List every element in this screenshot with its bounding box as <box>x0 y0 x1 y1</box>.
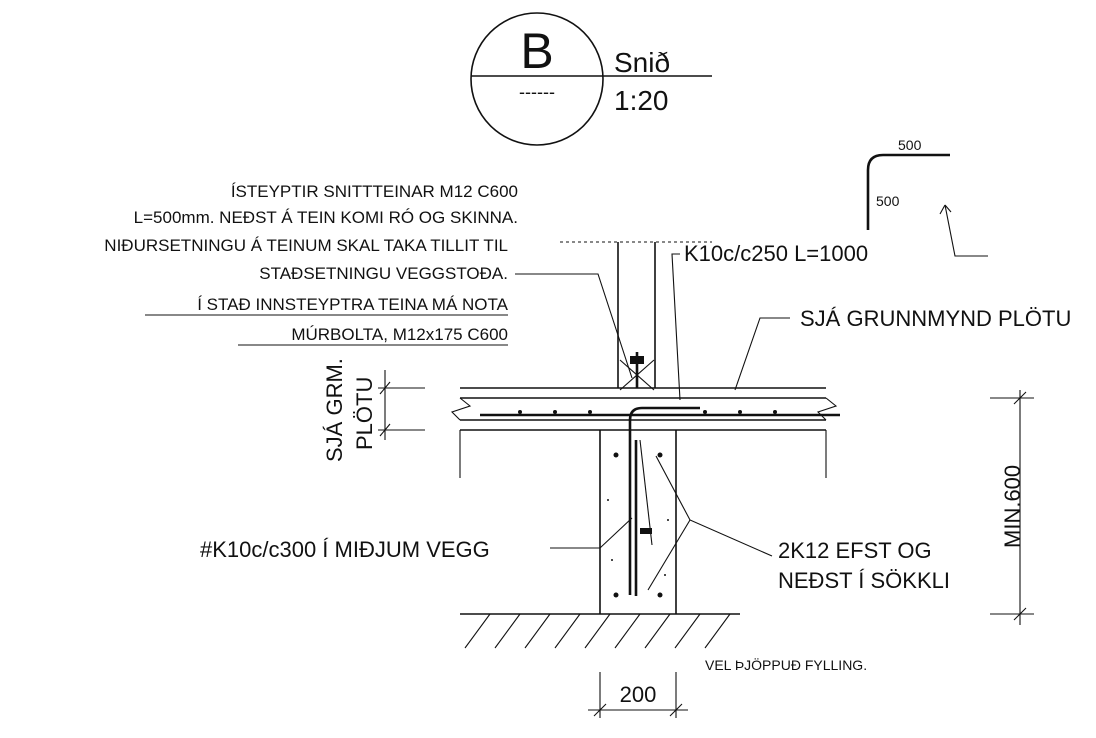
section-scale: 1:20 <box>614 85 669 116</box>
fill-label: VEL ÞJÖPPUÐ FYLLING. <box>705 656 867 673</box>
anchor-note-line4: STAÐSETNINGU VEGGSTOÐA. <box>259 264 508 283</box>
slab-dim: SJÁ GRM. PLÖTU <box>322 358 425 462</box>
top-bar-leader <box>671 253 681 401</box>
wall-anchor-nut <box>640 528 652 534</box>
mesh-label: #K10c/c300 Í MIÐJUM VEGG <box>200 537 490 562</box>
bend-vertical-leg: 500 <box>876 193 900 209</box>
section-title-block: B ------ Snið 1:20 <box>470 12 712 146</box>
anchor-note-line6: MÚRBOLTA, M12x175 C600 <box>291 325 508 344</box>
depth-dim: MIN.600 <box>990 390 1034 625</box>
anchor-note-leader <box>515 273 633 379</box>
bars-label-line1: 2K12 EFST OG <box>778 538 932 563</box>
bars-callout: 2K12 EFST OG NEÐST Í SÖKKLI <box>647 455 950 593</box>
slab-dim-line2: PLÖTU <box>352 377 377 450</box>
slab-ref-label: SJÁ GRUNNMYND PLÖTU <box>800 306 1071 331</box>
mesh-callout: #K10c/c300 Í MIÐJUM VEGG <box>200 517 633 562</box>
bars-leader-bottom <box>647 519 691 591</box>
anchor-note-line5: Í STAÐ INNSTEYPTRA TEINA MÁ NOTA <box>197 295 508 314</box>
bend-leader <box>944 204 988 257</box>
bend-leader-arrow <box>939 204 952 215</box>
slab-dim-line1: SJÁ GRM. <box>322 358 347 462</box>
slab-ref-leader <box>734 317 790 391</box>
top-bar-label: K10c/c250 L=1000 <box>684 241 868 266</box>
section-word: Snið <box>614 47 670 78</box>
section-letter: B <box>520 23 553 79</box>
mesh-leader <box>550 517 633 549</box>
section-sheet-ref: ------ <box>519 82 555 102</box>
slab-ref-callout: SJÁ GRUNNMYND PLÖTU <box>734 306 1071 391</box>
anchor-note-line1: ÍSTEYPTIR SNITTTEINAR M12 C600 <box>231 182 518 201</box>
anchor-note: ÍSTEYPTIR SNITTTEINAR M12 C600 L=500mm. … <box>104 182 633 379</box>
section-marker-circle <box>470 12 604 146</box>
floor-slab <box>450 387 840 478</box>
foundation-wall <box>460 406 740 615</box>
bend-detail: 500 500 <box>866 137 988 257</box>
bent-bar-shape <box>866 153 950 230</box>
slab-break-right <box>816 397 838 421</box>
anchor-note-line3: NIÐURSETNINGU Á TEINUM SKAL TAKA TILLIT … <box>104 236 508 255</box>
ground-hatch <box>464 613 731 649</box>
bend-horizontal-leg: 500 <box>898 137 922 153</box>
depth-dim-label: MIN.600 <box>1000 465 1025 548</box>
bars-leader-top <box>655 455 773 557</box>
slab-break-left <box>450 397 472 421</box>
top-bar-callout: K10c/c250 L=1000 <box>671 241 868 401</box>
wall-bent-bar <box>628 406 700 595</box>
wall-stud <box>560 241 712 391</box>
anchor-note-line2: L=500mm. NEÐST Á TEIN KOMI RÓ OG SKINNA. <box>134 208 518 227</box>
width-dim-label: 200 <box>620 682 657 707</box>
bars-label-line2: NEÐST Í SÖKKLI <box>778 568 950 593</box>
width-dim: 200 <box>588 672 688 718</box>
